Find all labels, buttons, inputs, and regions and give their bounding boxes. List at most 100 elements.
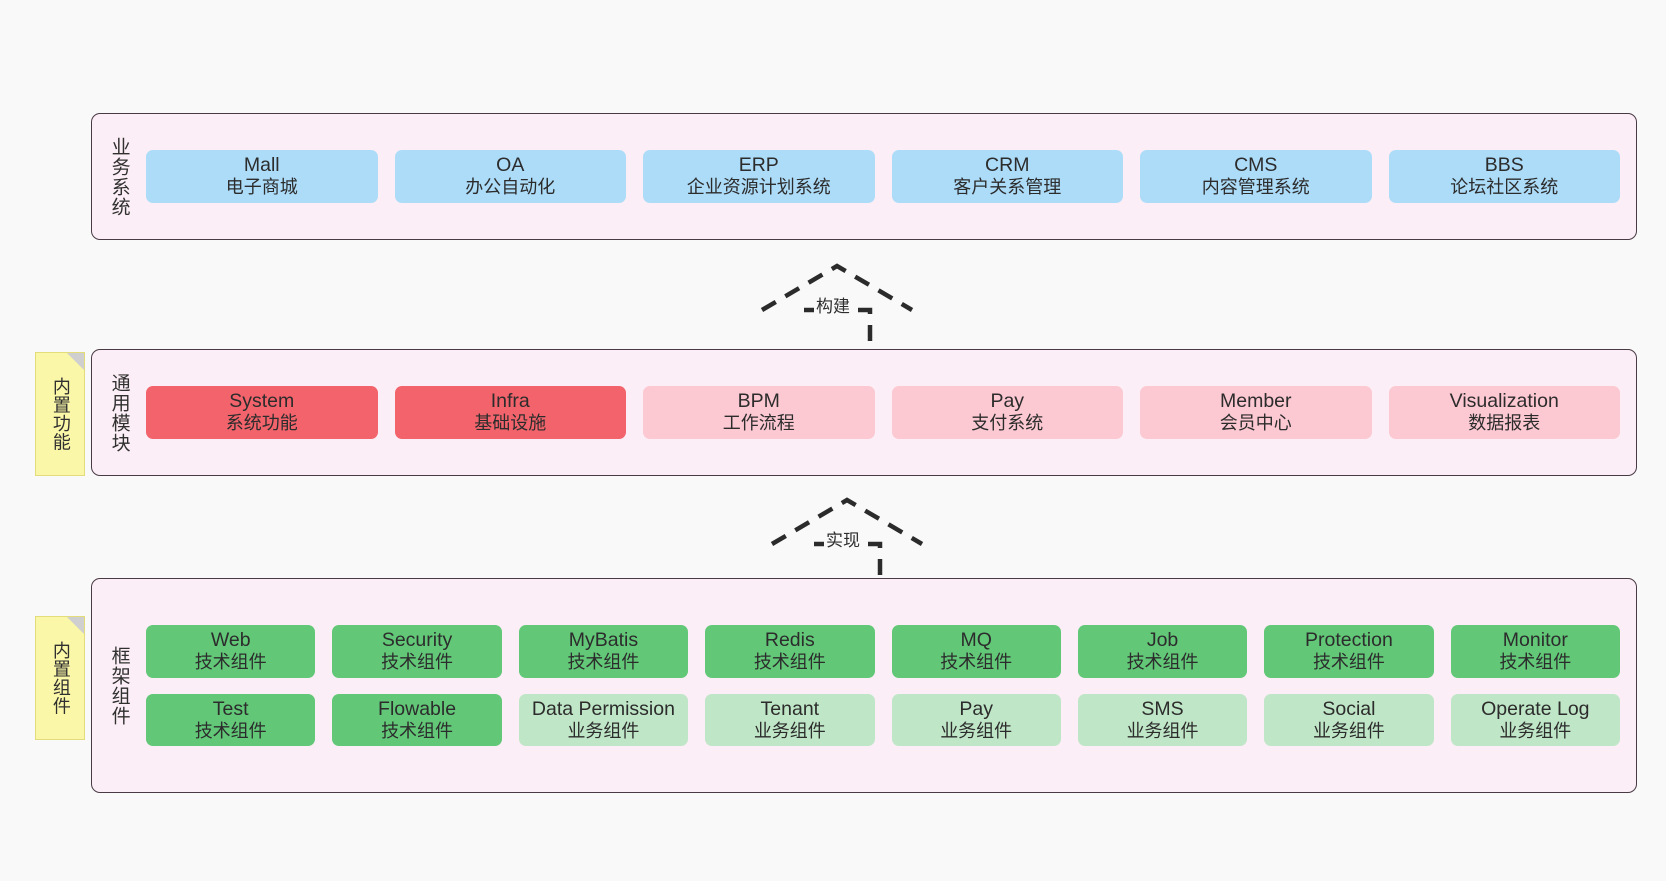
framework-row-tech: Web 技术组件 Security 技术组件 MyBatis 技术组件 Redi… [146, 625, 1620, 678]
module-card-visualization[interactable]: Visualization 数据报表 [1388, 386, 1620, 439]
card-name: Data Permission [531, 697, 675, 720]
card-name: Flowable [378, 697, 457, 720]
framework-card-web[interactable]: Web 技术组件 [146, 625, 316, 678]
framework-card-operate-log[interactable]: Operate Log 业务组件 [1450, 693, 1620, 746]
framework-card-redis[interactable]: Redis 技术组件 [705, 625, 875, 678]
module-card-infra[interactable]: Infra 基础设施 [394, 386, 626, 439]
business-card-erp[interactable]: ERP 企业资源计划系统 [643, 150, 875, 203]
module-card-member[interactable]: Member 会员中心 [1140, 386, 1372, 439]
card-desc: 技术组件 [567, 652, 640, 673]
card-name: Test [212, 697, 249, 720]
layer-general-module-title: 通用模块 [108, 372, 130, 453]
business-card-bbs[interactable]: BBS 论坛社区系统 [1388, 150, 1620, 203]
generalization-arrowhead [760, 263, 914, 312]
card-name: CRM [985, 154, 1030, 177]
card-name: Pay [990, 390, 1025, 413]
card-name: Visualization [1449, 390, 1559, 413]
layer-general-module: 通用模块 System 系统功能 Infra 基础设施 BPM 工作流程 Pay… [91, 349, 1637, 476]
card-name: MyBatis [568, 629, 639, 652]
layer-general-module-body: System 系统功能 Infra 基础设施 BPM 工作流程 Pay 支付系统… [146, 350, 1636, 475]
connector-implement: 实现 [762, 492, 932, 595]
card-desc: 系统功能 [225, 413, 298, 434]
card-desc: 论坛社区系统 [1450, 177, 1559, 198]
card-desc: 支付系统 [971, 413, 1044, 434]
connector-build: 构建 [752, 258, 922, 361]
framework-card-mq[interactable]: MQ 技术组件 [891, 625, 1061, 678]
card-name: System [229, 390, 295, 413]
card-name: BPM [737, 390, 780, 413]
note-builtin-feature: 内置功能 [35, 352, 85, 476]
business-card-cms[interactable]: CMS 内容管理系统 [1140, 150, 1372, 203]
module-card-pay[interactable]: Pay 支付系统 [891, 386, 1123, 439]
card-name: Operate Log [1481, 697, 1590, 720]
card-desc: 数据报表 [1468, 413, 1541, 434]
card-name: Mall [243, 154, 280, 177]
layer-business-system-title: 业务系统 [108, 136, 130, 217]
card-name: CMS [1234, 154, 1278, 177]
framework-card-tenant[interactable]: Tenant 业务组件 [705, 693, 875, 746]
connector-build-label: 构建 [814, 292, 852, 317]
business-card-oa[interactable]: OA 办公自动化 [394, 150, 626, 203]
layer-framework-component: 框架组件 Web 技术组件 Security 技术组件 MyBatis 技术组件… [91, 578, 1637, 793]
card-desc: 技术组件 [194, 720, 267, 741]
business-row: Mall 电子商城 OA 办公自动化 ERP 企业资源计划系统 CRM 客户关系… [146, 150, 1620, 203]
framework-card-security[interactable]: Security 技术组件 [332, 625, 502, 678]
connector-implement-label: 实现 [824, 526, 862, 551]
card-name: Pay [959, 697, 993, 720]
card-desc: 业务组件 [1499, 720, 1572, 741]
card-name: OA [496, 154, 525, 177]
card-name: Social [1322, 697, 1376, 720]
card-desc: 会员中心 [1219, 413, 1292, 434]
card-desc: 技术组件 [381, 720, 454, 741]
card-desc: 技术组件 [381, 652, 454, 673]
generalization-arrowhead [770, 497, 924, 546]
note-builtin-component: 内置组件 [35, 616, 85, 740]
framework-card-flowable[interactable]: Flowable 技术组件 [332, 693, 502, 746]
card-name: Security [381, 629, 453, 652]
framework-card-test[interactable]: Test 技术组件 [146, 693, 316, 746]
framework-card-job[interactable]: Job 技术组件 [1077, 625, 1248, 678]
card-desc: 技术组件 [1312, 652, 1385, 673]
card-name: Tenant [760, 697, 820, 720]
card-desc: 工作流程 [722, 413, 795, 434]
layer-framework-component-body: Web 技术组件 Security 技术组件 MyBatis 技术组件 Redi… [146, 579, 1636, 792]
card-desc: 业务组件 [567, 720, 640, 741]
card-desc: 基础设施 [474, 413, 547, 434]
card-name: MQ [960, 629, 992, 652]
framework-card-sms[interactable]: SMS 业务组件 [1077, 693, 1248, 746]
module-card-system[interactable]: System 系统功能 [146, 386, 378, 439]
module-card-bpm[interactable]: BPM 工作流程 [643, 386, 875, 439]
framework-card-data-permission[interactable]: Data Permission 业务组件 [518, 693, 689, 746]
card-desc: 技术组件 [1499, 652, 1572, 673]
card-name: Monitor [1502, 629, 1568, 652]
card-name: SMS [1141, 697, 1184, 720]
card-desc: 办公自动化 [465, 177, 556, 198]
framework-card-pay[interactable]: Pay 业务组件 [891, 693, 1061, 746]
card-name: Member [1219, 390, 1292, 413]
card-desc: 业务组件 [1312, 720, 1385, 741]
card-name: Infra [490, 390, 530, 413]
card-name: Protection [1305, 629, 1393, 652]
card-name: Redis [764, 629, 815, 652]
framework-card-protection[interactable]: Protection 技术组件 [1264, 625, 1434, 678]
card-name: BBS [1484, 154, 1524, 177]
card-desc: 业务组件 [940, 720, 1013, 741]
layer-business-system-body: Mall 电子商城 OA 办公自动化 ERP 企业资源计划系统 CRM 客户关系… [146, 114, 1636, 239]
card-desc: 技术组件 [753, 652, 826, 673]
card-name: Web [210, 629, 251, 652]
card-desc: 技术组件 [940, 652, 1013, 673]
framework-row-business: Test 技术组件 Flowable 技术组件 Data Permission … [146, 693, 1620, 746]
card-desc: 技术组件 [1126, 652, 1199, 673]
framework-card-monitor[interactable]: Monitor 技术组件 [1450, 625, 1620, 678]
business-card-crm[interactable]: CRM 客户关系管理 [891, 150, 1123, 203]
business-card-mall[interactable]: Mall 电子商城 [146, 150, 378, 203]
card-desc: 电子商城 [225, 177, 298, 198]
framework-card-social[interactable]: Social 业务组件 [1264, 693, 1434, 746]
card-name: ERP [738, 154, 779, 177]
card-desc: 业务组件 [1126, 720, 1199, 741]
framework-card-mybatis[interactable]: MyBatis 技术组件 [518, 625, 689, 678]
card-desc: 技术组件 [194, 652, 267, 673]
layer-business-system: 业务系统 Mall 电子商城 OA 办公自动化 ERP 企业资源计划系统 CRM… [91, 113, 1637, 240]
module-row: System 系统功能 Infra 基础设施 BPM 工作流程 Pay 支付系统… [146, 386, 1620, 439]
